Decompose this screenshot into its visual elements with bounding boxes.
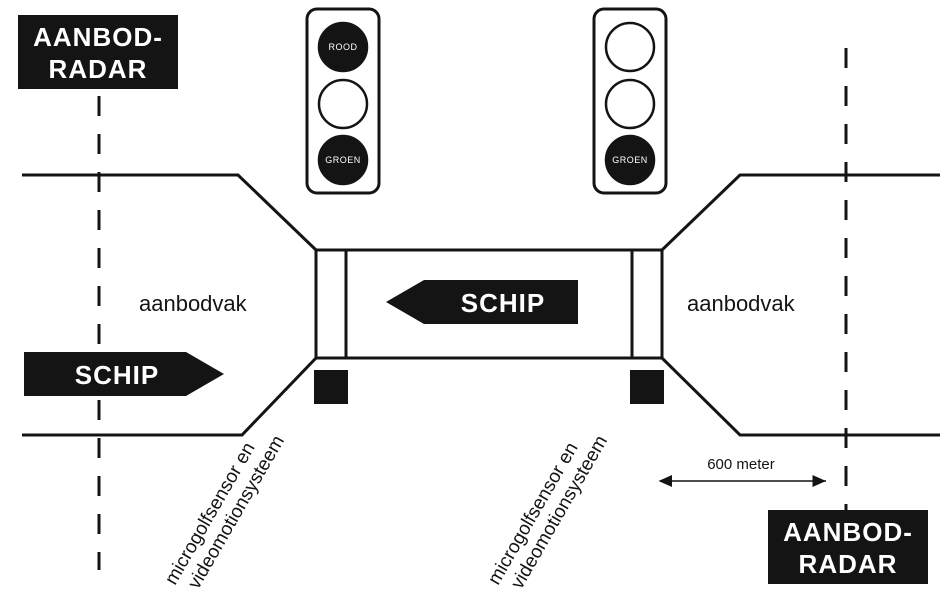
zone-right-label: aanbodvak — [687, 291, 796, 316]
traffic-light-left-top-label: ROOD — [329, 42, 358, 52]
traffic-light-right-middle-lamp — [604, 78, 656, 130]
radar-right-line2: RADAR — [799, 549, 898, 579]
sensor-right-label: microgolfsensor en videomotionsysteem — [484, 432, 612, 589]
ship-lock-label: SCHIP — [461, 288, 545, 318]
traffic-light-right-bottom-label: GROEN — [612, 155, 648, 165]
canal-bottom-bank — [22, 356, 940, 437]
traffic-light-left-middle-lamp — [317, 78, 369, 130]
distance-label: 600 meter — [707, 456, 775, 473]
traffic-light-left-bottom-label: GROEN — [325, 155, 361, 165]
traffic-light-right-bottom-lamp — [604, 134, 656, 186]
ship-lock-arrow — [386, 280, 578, 324]
lock-gate-right — [630, 248, 664, 360]
ship-left-arrow — [24, 352, 224, 396]
radar-left-line2: RADAR — [49, 54, 148, 84]
radar-box-right — [768, 510, 928, 584]
ship-left-label: SCHIP — [75, 360, 159, 390]
sensor-left-box — [314, 370, 348, 404]
radar-left-line1: AANBOD- — [33, 22, 163, 52]
radar-box-left — [18, 15, 178, 89]
traffic-light-left-bottom-lamp — [317, 134, 369, 186]
lock-gate-left — [314, 248, 348, 360]
zone-left-label: aanbodvak — [139, 291, 248, 316]
radar-right-line1: AANBOD- — [783, 517, 913, 547]
traffic-light-left-top-lamp — [317, 21, 369, 73]
sensor-right-box — [630, 370, 664, 404]
sensor-left-label: microgolfsensor en videomotionsysteem — [161, 432, 289, 589]
canal-top-bank — [22, 173, 940, 252]
traffic-light-right-top-lamp — [604, 21, 656, 73]
